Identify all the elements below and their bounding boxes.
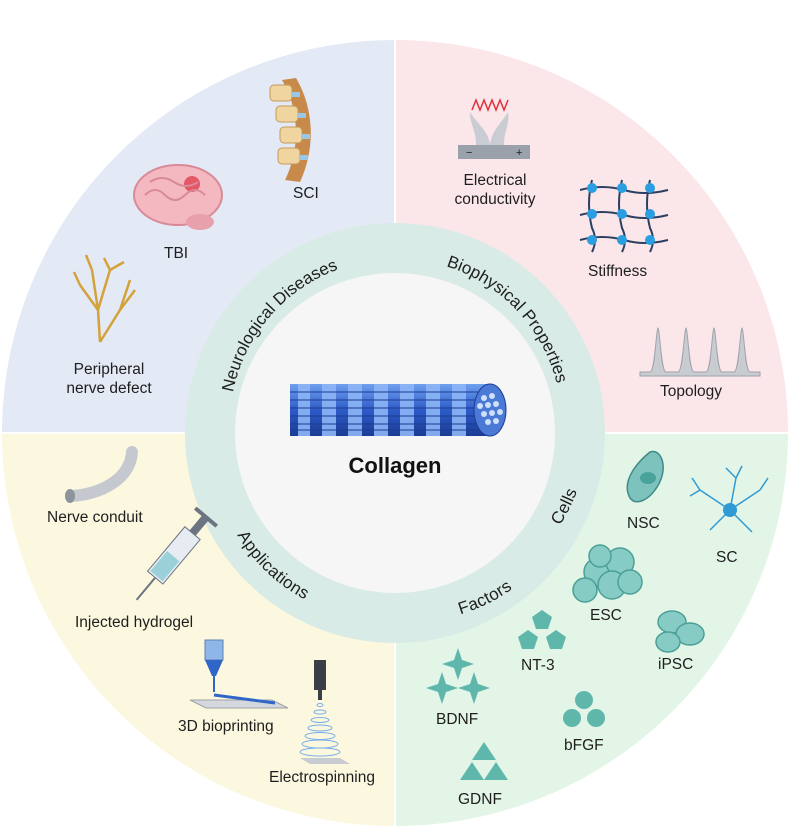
label-stiffness: Stiffness bbox=[588, 263, 648, 280]
ipsc-cell-icon bbox=[655, 610, 705, 653]
nt3-icon bbox=[518, 610, 566, 649]
label-injected-hydrogel: Injected hydrogel bbox=[75, 614, 194, 631]
bdnf-icon bbox=[426, 648, 490, 704]
gdnf-icon bbox=[460, 742, 508, 780]
label-nsc: NSC bbox=[627, 515, 660, 532]
syringe-icon bbox=[135, 506, 219, 601]
svg-text:+: + bbox=[516, 147, 522, 159]
nerve-icon bbox=[72, 254, 136, 343]
bfgf-icon bbox=[563, 691, 605, 727]
label-sc: SC bbox=[716, 549, 738, 566]
label-topology: Topology bbox=[660, 383, 723, 400]
svg-text:−: − bbox=[466, 147, 472, 159]
label-nt3: NT-3 bbox=[521, 657, 555, 674]
center-title: Collagen bbox=[348, 453, 442, 478]
label-gdnf: GDNF bbox=[458, 791, 502, 808]
electrical-icon: − + bbox=[458, 97, 530, 159]
label-ipsc: iPSC bbox=[658, 656, 694, 673]
label-3d-bioprinting: 3D bioprinting bbox=[178, 718, 274, 735]
label-bdnf: BDNF bbox=[436, 711, 479, 728]
nerve-conduit-icon bbox=[65, 446, 138, 503]
bioprinter-icon bbox=[189, 639, 289, 709]
nsc-cell-icon bbox=[626, 450, 664, 503]
topology-icon bbox=[639, 327, 761, 377]
label-sci: SCI bbox=[293, 185, 319, 202]
electrospinning-icon bbox=[299, 660, 350, 764]
esc-cell-icon bbox=[572, 544, 643, 603]
label-nerve-conduit: Nerve conduit bbox=[47, 509, 143, 526]
label-bfgf: bFGF bbox=[564, 737, 604, 754]
label-tbi: TBI bbox=[164, 245, 189, 262]
brain-icon bbox=[133, 164, 223, 230]
label-peripheral: Peripheral nerve defect bbox=[66, 361, 152, 397]
sc-cell-icon bbox=[689, 465, 769, 533]
label-esc: ESC bbox=[590, 607, 622, 624]
stiffness-icon bbox=[579, 179, 669, 253]
spine-icon bbox=[269, 78, 311, 182]
label-electrical: Electrical conductivity bbox=[454, 172, 536, 208]
collagen-fiber-icon bbox=[290, 383, 507, 437]
label-electrospinning: Electrospinning bbox=[269, 769, 375, 786]
